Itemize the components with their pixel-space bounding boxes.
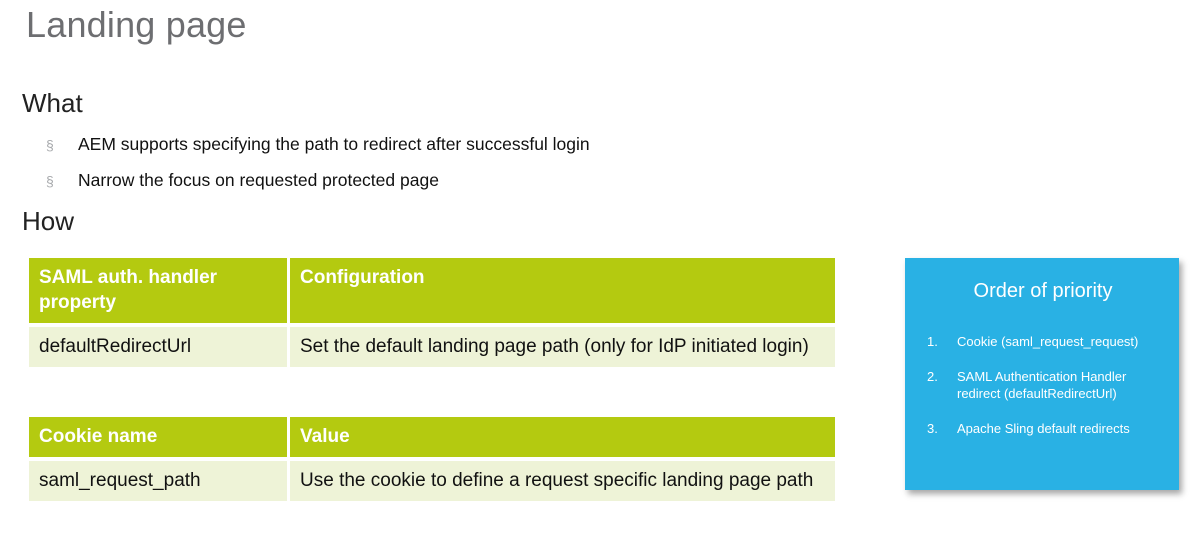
bullet-text: Narrow the focus on requested protected … [78,170,439,190]
section-heading-what: What [22,88,83,118]
table-row: saml_request_path Use the cookie to defi… [29,461,835,502]
table-cell: Set the default landing page path (only … [290,327,835,368]
priority-item-number: 1. [927,334,938,349]
table-cell: defaultRedirectUrl [29,327,287,368]
priority-item-number: 3. [927,420,938,436]
section-heading-how: How [22,206,75,236]
priority-box: Order of priority 1. Cookie (saml_reques… [905,258,1179,490]
table-header-cell: Cookie name [29,417,287,458]
priority-item-text: Cookie (saml_request_request) [957,334,1139,349]
table-header-cell: Value [290,417,835,458]
table-cell: saml_request_path [29,461,287,502]
priority-item-text: SAML Authentication Handler redirect (de… [957,368,1127,402]
table-header-row: SAML auth. handler property Configuratio… [29,258,835,324]
section-bullet-icon: § [46,137,54,153]
bullet-list: § AEM supports specifying the path to re… [46,134,806,206]
table-row: defaultRedirectUrl Set the default landi… [29,327,835,368]
cookie-table: Cookie name Value saml_request_path Use … [26,413,838,505]
priority-list: 1. Cookie (saml_request_request) 2. SAML… [919,333,1167,437]
list-item: 2. SAML Authentication Handler redirect … [919,368,1167,403]
table-cell: Use the cookie to define a request speci… [290,461,835,502]
table-header-cell: Configuration [290,258,835,324]
bullet-text: AEM supports specifying the path to redi… [78,134,590,154]
page-title: Landing page [26,4,247,45]
list-item: 3. Apache Sling default redirects [919,420,1167,438]
saml-property-table: SAML auth. handler property Configuratio… [26,254,838,371]
priority-box-title: Order of priority [973,280,1113,302]
list-item: § Narrow the focus on requested protecte… [46,170,806,191]
section-bullet-icon: § [46,173,54,189]
table-header-cell: SAML auth. handler property [29,258,287,324]
list-item: 1. Cookie (saml_request_request) [919,333,1167,351]
priority-item-number: 2. [927,368,938,384]
table-header-row: Cookie name Value [29,417,835,458]
priority-item-text: Apache Sling default redirects [957,420,1130,436]
list-item: § AEM supports specifying the path to re… [46,134,806,155]
